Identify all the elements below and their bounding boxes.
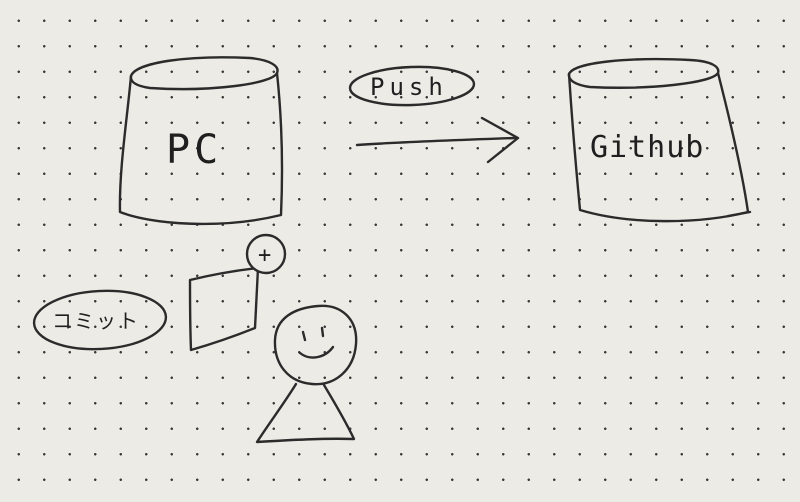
person-eye-left (301, 330, 307, 342)
commit-label-bubble (32, 289, 168, 351)
file-sheet-outline (188, 266, 260, 352)
commit-label: コミット (52, 309, 140, 333)
github-node: Github (567, 57, 752, 223)
person-eye-right (320, 326, 325, 338)
push-label-bubble (348, 65, 476, 107)
pc-cylinder-body (118, 71, 284, 226)
commit-annotation: コミット (32, 289, 168, 351)
file-sheet: + (188, 233, 287, 352)
github-cylinder-body (567, 71, 750, 223)
github-cylinder-bottom-mark (726, 210, 752, 218)
person-body (255, 382, 356, 444)
plus-badge (245, 233, 287, 275)
pc-label: PC (166, 127, 222, 173)
push-arrow-shaft (355, 136, 517, 147)
person-figure (255, 304, 358, 444)
push-label: Push (370, 73, 448, 101)
pc-node: PC (118, 56, 284, 226)
github-cylinder-top (567, 57, 720, 89)
github-label: Github (590, 130, 704, 165)
person-head (273, 304, 358, 386)
push-edge: Push (348, 65, 520, 164)
person-smile (298, 345, 335, 359)
push-arrow-head (480, 116, 520, 164)
pc-cylinder-top (129, 56, 279, 91)
plus-badge-label: + (258, 243, 271, 268)
